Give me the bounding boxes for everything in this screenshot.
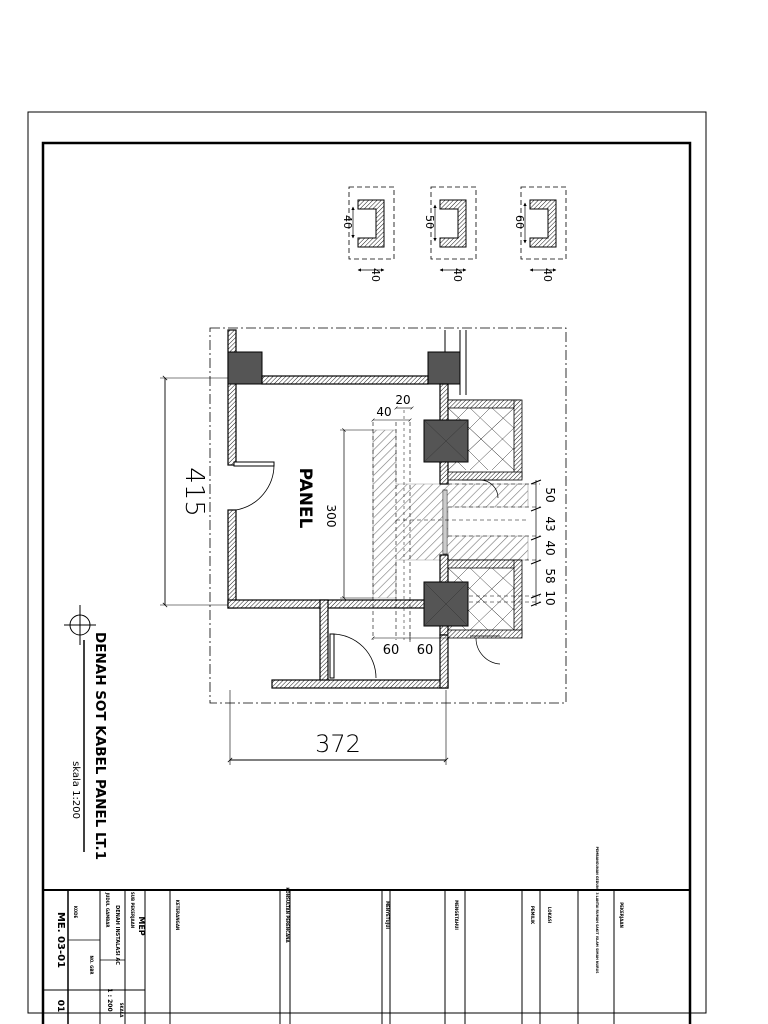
drawing-name-label: JUDUL GAMBAR bbox=[105, 892, 110, 928]
drawing-title-group: DENAH SOT KABEL PANEL LT.1 skala 1:200 bbox=[64, 605, 108, 860]
inner-border bbox=[41, 141, 692, 1024]
dimensions: 415 372 300 40 20 50 43 40 58 10 60 60 bbox=[160, 375, 557, 765]
project-label: PEKERJAAN bbox=[619, 902, 624, 928]
detail-section-2: 50 40 bbox=[423, 186, 477, 282]
dim-right-43: 43 bbox=[543, 516, 557, 531]
detail-section-3: 60 40 bbox=[513, 186, 567, 282]
code-value: NO. GBR bbox=[89, 956, 94, 975]
detail-3-depth: 60 bbox=[513, 215, 526, 229]
title-block: ME. 03-01 01 KODE NO. GBR JUDUL GAMBAR D… bbox=[42, 847, 691, 1024]
drawing-scale: skala 1:200 bbox=[70, 761, 81, 819]
dim-top-20: 20 bbox=[395, 393, 410, 407]
dim-total-height: 415 bbox=[179, 467, 209, 517]
floor-plan: PANEL bbox=[209, 327, 567, 704]
room-label-panel: PANEL bbox=[295, 468, 315, 529]
detail-2-depth: 50 bbox=[423, 215, 436, 229]
wall-top bbox=[261, 375, 429, 385]
dim-panel-length: 300 bbox=[324, 505, 338, 528]
detail-2-width: 40 bbox=[451, 268, 464, 282]
dim-right-58: 58 bbox=[543, 568, 557, 583]
north-symbol-icon bbox=[64, 605, 96, 645]
shaft-door-upper bbox=[462, 479, 500, 499]
discipline-label: SUB PEKERJAAN bbox=[130, 892, 135, 928]
door-left bbox=[233, 461, 275, 511]
dim-total-width: 372 bbox=[315, 730, 361, 758]
wall-left-upper bbox=[227, 329, 237, 466]
scale-label: SKALA bbox=[119, 1003, 124, 1019]
detail-sections: 40 40 50 40 60 40 bbox=[341, 186, 567, 282]
dim-right-40: 40 bbox=[543, 540, 557, 555]
known-label: MENGETAHUI bbox=[454, 900, 459, 930]
dim-bottom-60-b: 60 bbox=[417, 643, 434, 658]
scale-value: 1 : 200 bbox=[106, 988, 113, 1011]
wall-small-room bbox=[319, 599, 329, 683]
dim-bottom-60-a: 60 bbox=[383, 643, 400, 658]
door-small-room bbox=[329, 633, 377, 679]
wall-lower bbox=[271, 679, 449, 689]
outer-border bbox=[27, 111, 707, 1014]
drawing-title: DENAH SOT KABEL PANEL LT.1 bbox=[92, 632, 108, 860]
drawing-name: DENAH INSTALASI AC bbox=[114, 905, 120, 965]
column-top-right bbox=[427, 351, 461, 385]
notes-label: KETERANGAN bbox=[175, 900, 180, 931]
plan-boundary bbox=[209, 327, 567, 704]
dim-top-40: 40 bbox=[376, 405, 391, 419]
location-label: LOKASI bbox=[547, 907, 552, 924]
wall-left-lower bbox=[227, 509, 237, 609]
column-top-left bbox=[227, 351, 263, 385]
wall-bottom bbox=[227, 599, 441, 609]
detail-section-1: 40 40 bbox=[341, 186, 395, 282]
shaft-door-lower bbox=[470, 635, 501, 665]
consultant-label: KONSULTAN PERENCANA bbox=[285, 887, 290, 943]
sheet-number: ME. 03-01 bbox=[55, 912, 66, 968]
detail-1-width: 40 bbox=[369, 268, 382, 282]
dim-right-10: 10 bbox=[543, 590, 557, 605]
detail-1-depth: 40 bbox=[341, 215, 354, 229]
approved-label: MENYETUJUI bbox=[385, 901, 390, 929]
detail-3-width: 40 bbox=[541, 268, 554, 282]
project-name: PEMBANGUNAN GEDUNG 3 LANTAI RUMAH SAKIT … bbox=[595, 847, 599, 975]
owner-label: PEMILIK bbox=[530, 906, 535, 925]
dim-right-50: 50 bbox=[543, 487, 557, 502]
code-label: KODE bbox=[73, 906, 78, 919]
sheet-index: 01 bbox=[55, 1000, 65, 1013]
discipline-value: MEP bbox=[137, 916, 146, 935]
